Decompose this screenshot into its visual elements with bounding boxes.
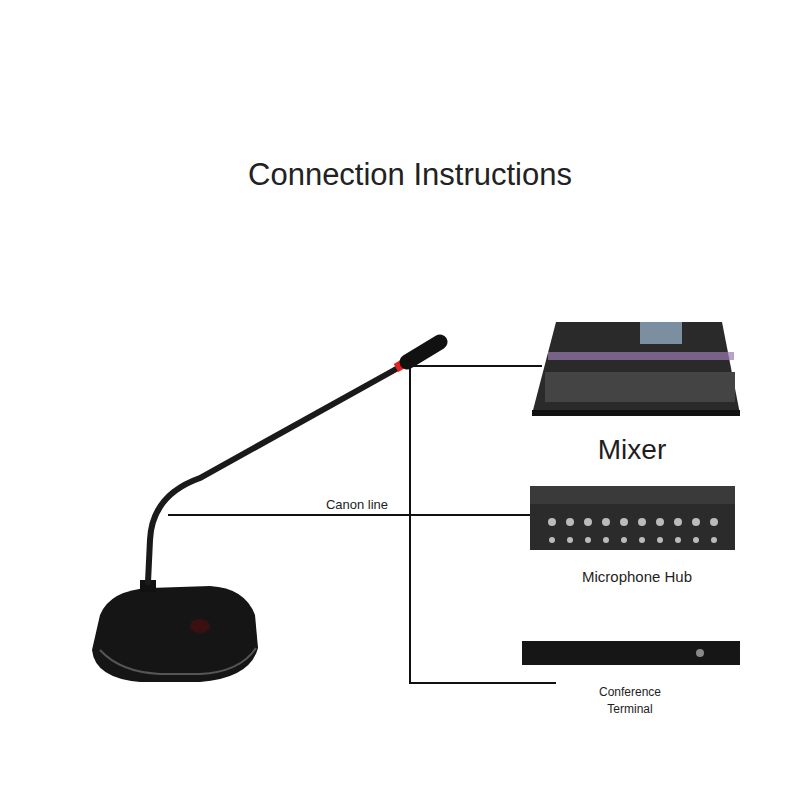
gooseneck [148,368,398,582]
mixer-body [532,322,740,414]
device-label: Conference Terminal [590,684,670,718]
mixer-device [532,322,740,416]
cable-label: Canon line [323,497,391,512]
device-label-box: Mixer [532,430,732,469]
hub-top [530,486,735,504]
mic-base [92,586,258,682]
mixer-wire [410,365,542,367]
device-label: Microphone Hub [537,566,737,587]
microphone [92,342,440,682]
device-label: Mixer [532,430,732,469]
mixer-faders [545,372,735,402]
bus-wire [409,352,411,684]
hub-device [530,486,735,550]
terminal-wire [410,682,556,684]
hub-sockets [548,518,718,543]
terminal-body [522,641,740,665]
mic-wire [168,514,530,516]
device-label-box: Conference Terminal [590,684,670,718]
mixer-buttons [548,352,734,360]
title: Connection Instructions [248,157,572,193]
terminal-knob [696,649,704,657]
terminal-device [522,641,740,665]
mixer-screen [640,322,682,344]
mic-button [190,619,210,633]
mic-head [407,342,440,362]
mixer-edge [532,410,740,416]
mic-base-edge [100,648,256,674]
hub-body [530,486,735,550]
device-label-box: Microphone Hub [537,566,737,587]
